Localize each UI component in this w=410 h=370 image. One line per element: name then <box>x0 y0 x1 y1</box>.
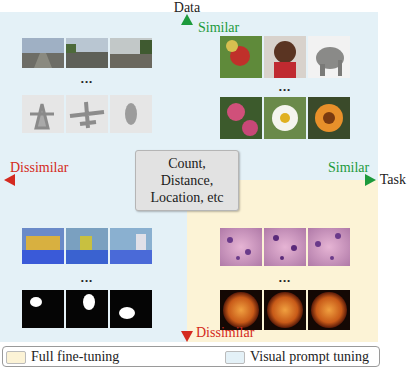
legend-box: Full fine-tuning Visual prompt tuning <box>2 346 380 367</box>
legend-text: Full fine-tuning <box>31 349 119 365</box>
axes <box>4 14 376 342</box>
axis-end-label: Dissimilar <box>10 160 68 176</box>
legend-swatch <box>225 351 245 364</box>
legend-swatch <box>6 351 26 364</box>
legend-text: Visual prompt tuning <box>250 349 369 365</box>
axis-end-label: Similar <box>198 20 239 36</box>
axis-end-label: Similar <box>328 160 369 176</box>
legend-item: Full fine-tuning <box>6 349 119 365</box>
ellipsis-mark: ••• <box>81 273 93 289</box>
ellipsis-mark: ••• <box>279 82 291 98</box>
histology-thumbnails <box>220 228 350 266</box>
task-text: Count, Distance, Location, etc <box>142 155 232 206</box>
legend-item: Visual prompt tuning <box>225 349 369 365</box>
synthetic-scene-thumbnails <box>22 228 152 264</box>
prompt-region <box>0 12 378 342</box>
task-box: Count, Distance, Location, etc <box>135 150 239 211</box>
axis-end-label: Dissimilar <box>196 325 254 341</box>
fundus-thumbnails <box>220 290 350 330</box>
object-thumbnails <box>22 95 152 133</box>
natural-thumbnails <box>220 36 350 78</box>
ellipsis-mark: ••• <box>81 74 93 90</box>
ellipsis-mark: ••• <box>279 273 291 289</box>
flower-thumbnails <box>220 97 350 139</box>
road-thumbnails <box>22 38 152 68</box>
axis-title: Data <box>174 0 200 16</box>
axis-title: Task <box>380 172 406 188</box>
mask-thumbnails <box>22 290 152 328</box>
